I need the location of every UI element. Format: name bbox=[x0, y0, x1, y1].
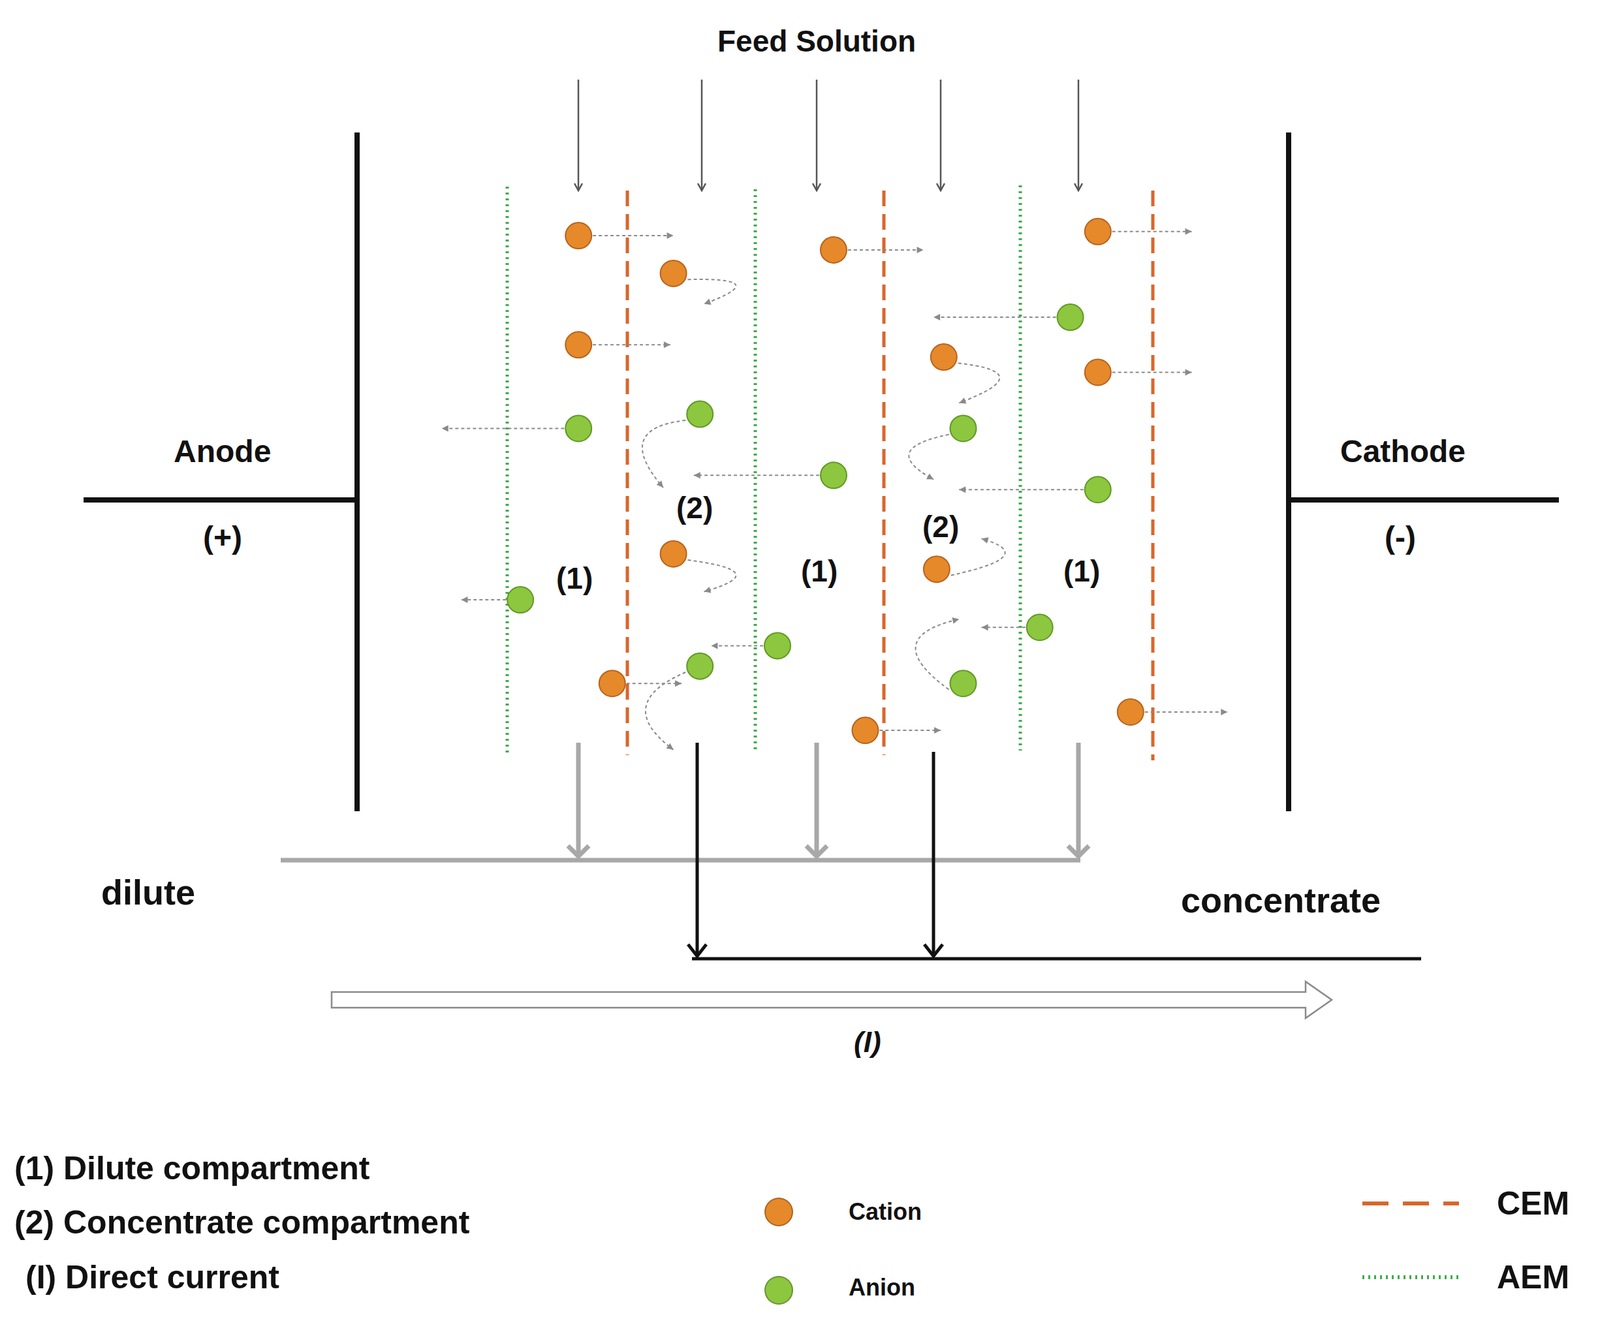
anion bbox=[686, 653, 713, 680]
anion bbox=[507, 586, 534, 613]
cem-membrane bbox=[626, 190, 630, 756]
concentrate-outlet-arrow bbox=[695, 742, 700, 957]
ion-path bbox=[626, 682, 682, 685]
anion bbox=[764, 632, 791, 659]
feed-arrow bbox=[1077, 79, 1080, 191]
ion-path bbox=[879, 729, 941, 732]
feed-arrow bbox=[577, 79, 580, 191]
cem-legend-sample bbox=[1362, 1201, 1459, 1206]
rejected-ion-path bbox=[645, 672, 686, 751]
cation bbox=[660, 260, 687, 287]
legend-text: Cation bbox=[848, 1199, 922, 1226]
anode-electrode bbox=[354, 132, 360, 812]
rejected-ion-path bbox=[687, 279, 736, 305]
aem-membrane bbox=[753, 189, 758, 753]
rejected-ion-path bbox=[687, 560, 736, 592]
anion bbox=[949, 415, 976, 442]
legend-text: CEM bbox=[1496, 1186, 1570, 1223]
dilute-outlet-arrow bbox=[1076, 742, 1082, 857]
legend-swatch bbox=[764, 1197, 794, 1227]
compartment-number: (2) bbox=[922, 510, 959, 544]
aem-membrane bbox=[505, 186, 510, 753]
ion-path bbox=[592, 235, 674, 237]
compartment-number: (1) bbox=[556, 562, 593, 596]
diagram-title: Feed Solution bbox=[717, 24, 916, 59]
compartment-number: (1) bbox=[1063, 554, 1100, 589]
aem-membrane bbox=[1019, 185, 1023, 751]
anion bbox=[686, 401, 713, 428]
rejected-ion-path bbox=[642, 420, 686, 488]
ion-path bbox=[1145, 711, 1228, 713]
feed-arrow bbox=[815, 79, 818, 191]
cation bbox=[1117, 699, 1144, 726]
anion bbox=[1084, 476, 1112, 503]
ion-path bbox=[460, 599, 506, 601]
ion-path bbox=[1112, 371, 1193, 373]
dilute-outlet-arrow bbox=[814, 742, 820, 857]
cation bbox=[820, 236, 847, 264]
cation bbox=[851, 717, 879, 744]
ion-path bbox=[592, 344, 671, 346]
rejected-ion-path bbox=[908, 434, 949, 480]
ion-path bbox=[1112, 231, 1193, 233]
ion-path bbox=[441, 427, 565, 429]
dilute-manifold bbox=[280, 858, 1081, 863]
dilute-outlet-arrow bbox=[576, 742, 581, 857]
polarity-sign: (+) bbox=[203, 520, 243, 556]
ion-path bbox=[693, 474, 820, 476]
electrode-label: Anode bbox=[173, 434, 271, 470]
polarity-sign: (-) bbox=[1384, 520, 1416, 556]
cation bbox=[1084, 218, 1112, 245]
legend-swatch bbox=[764, 1276, 794, 1305]
rejected-ion-path bbox=[951, 538, 1006, 576]
cathode-electrode bbox=[1286, 132, 1292, 812]
cation bbox=[1084, 359, 1112, 386]
cation bbox=[565, 331, 592, 358]
ion-path bbox=[933, 316, 1057, 318]
cation bbox=[565, 222, 592, 249]
outlet-label: dilute bbox=[101, 873, 196, 912]
legend-text: AEM bbox=[1496, 1259, 1570, 1296]
cation bbox=[930, 344, 957, 371]
cem-membrane bbox=[1151, 190, 1155, 761]
ion-path bbox=[847, 249, 924, 251]
cation bbox=[599, 670, 626, 697]
aem-legend-sample bbox=[1362, 1275, 1459, 1280]
anode-wire bbox=[83, 497, 358, 503]
concentrate-outlet-arrow bbox=[932, 752, 936, 957]
rejected-ion-path bbox=[958, 362, 1001, 403]
ion-path bbox=[958, 488, 1084, 491]
anion bbox=[820, 462, 847, 489]
cation bbox=[923, 556, 950, 583]
cem-membrane bbox=[882, 190, 886, 756]
electrode-label: Cathode bbox=[1340, 434, 1466, 470]
concentrate-manifold bbox=[691, 957, 1422, 961]
feed-arrow bbox=[940, 79, 942, 191]
anion bbox=[1057, 304, 1084, 331]
outlet-label: concentrate bbox=[1180, 881, 1381, 920]
legend-note: (I) Direct current bbox=[25, 1259, 280, 1296]
feed-arrow bbox=[701, 79, 704, 191]
cathode-wire bbox=[1288, 497, 1559, 503]
ion-path bbox=[981, 626, 1026, 628]
anion bbox=[1026, 614, 1053, 641]
compartment-number: (1) bbox=[800, 554, 838, 589]
legend-text: Anion bbox=[848, 1274, 916, 1302]
anion bbox=[949, 670, 976, 697]
ion-path bbox=[710, 644, 764, 647]
cation bbox=[660, 541, 687, 568]
legend-note: (2) Concentrate compartment bbox=[14, 1205, 470, 1241]
current-label: (I) bbox=[853, 1026, 882, 1059]
legend-note: (1) Dilute compartment bbox=[14, 1150, 371, 1187]
current-arrow bbox=[331, 981, 1332, 1019]
anion bbox=[565, 415, 592, 442]
compartment-number: (2) bbox=[676, 491, 713, 525]
ion-group bbox=[441, 218, 1228, 751]
